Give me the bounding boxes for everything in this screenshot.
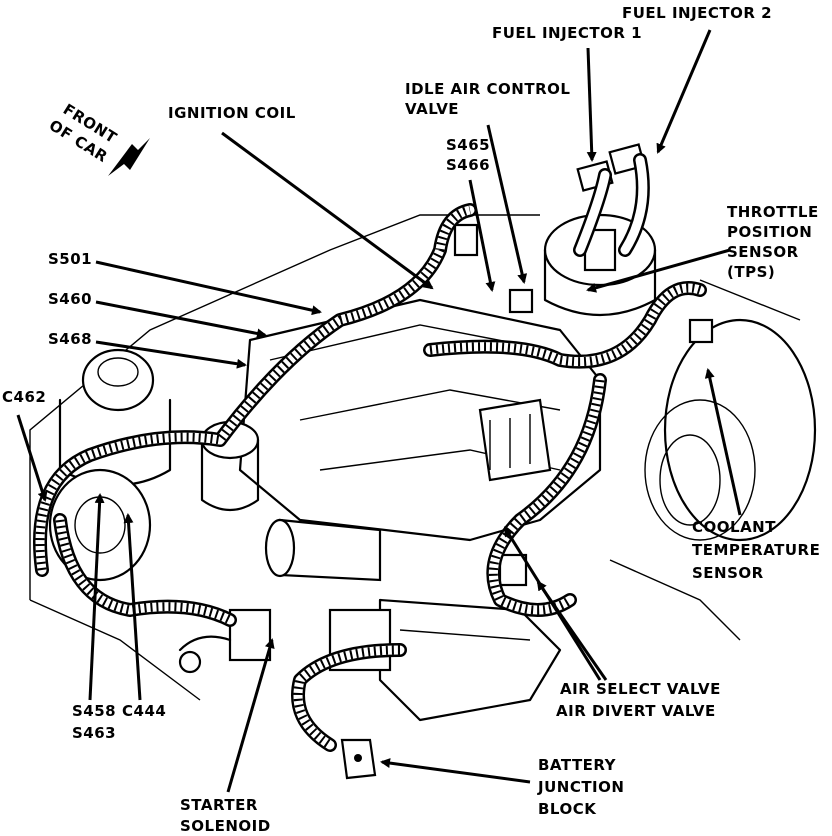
leader-starter (226, 638, 275, 793)
label-block: BLOCK (538, 800, 597, 818)
leader-coolant (704, 368, 742, 516)
label-coolant: COOLANT (692, 518, 776, 536)
label-s466: S466 (446, 156, 490, 174)
leader-fuel-injector-1 (586, 47, 597, 162)
label-s463: S463 (72, 724, 116, 742)
label-s465: S465 (446, 136, 490, 154)
reservoir (81, 348, 155, 412)
label-temperature: TEMPERATURE (692, 541, 820, 559)
leader-battery (380, 758, 531, 784)
label-air-select-valve: AIR SELECT VALVE (560, 680, 721, 698)
label-s468: S468 (48, 330, 92, 348)
label-position: POSITION (727, 223, 812, 241)
label-fuel-injector-1: FUEL INJECTOR 1 (492, 24, 642, 42)
leader-idle-air (486, 124, 528, 284)
label-battery: BATTERY (538, 756, 617, 774)
label-junction: JUNCTION (537, 778, 624, 796)
leader-fuel-injector-2 (656, 29, 712, 154)
leader-ignition-coil (221, 131, 434, 290)
leader-lines (16, 29, 742, 793)
label-idle-air-control-valve: VALVE (405, 100, 459, 118)
label-c444: C444 (122, 702, 166, 720)
leader-c462 (16, 414, 48, 502)
label-throttle: THROTTLE (727, 203, 819, 221)
callout-labels: FUEL INJECTOR 2 FUEL INJECTOR 1 IDLE AIR… (2, 4, 820, 835)
label-starter: STARTER (180, 796, 258, 814)
label-c462: C462 (2, 388, 46, 406)
leader-tps (586, 248, 731, 293)
label-sensor-tps: SENSOR (727, 243, 799, 261)
leader-air-select-2 (536, 580, 608, 681)
label-s458: S458 (72, 702, 116, 720)
leader-s501 (95, 260, 322, 316)
label-idle-air-control: IDLE AIR CONTROL (405, 80, 570, 98)
leader-c444 (123, 513, 142, 701)
leader-s460 (95, 300, 267, 339)
leader-s465 (468, 179, 496, 292)
label-fuel-injector-2: FUEL INJECTOR 2 (622, 4, 772, 22)
label-ignition-coil: IGNITION COIL (168, 104, 296, 122)
leader-s458 (88, 493, 105, 701)
leader-s468 (95, 340, 247, 369)
wiring-harness (33, 153, 707, 752)
label-solenoid: SOLENOID (180, 817, 271, 835)
front-of-car-arrow (108, 138, 150, 176)
label-tps: (TPS) (727, 263, 775, 281)
label-s501: S501 (48, 250, 92, 268)
label-coolant-sensor: SENSOR (692, 564, 764, 582)
label-air-divert-valve: AIR DIVERT VALVE (556, 702, 716, 720)
air-cleaner (663, 318, 817, 542)
label-s460: S460 (48, 290, 92, 308)
